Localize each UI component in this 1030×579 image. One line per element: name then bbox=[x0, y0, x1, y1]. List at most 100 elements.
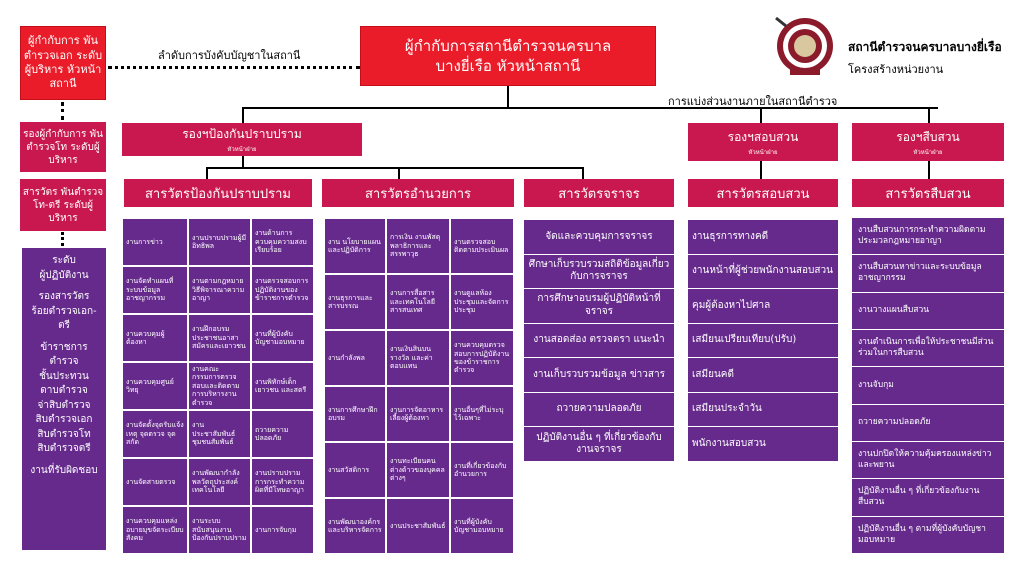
operator-line bbox=[22, 283, 106, 290]
operator-line: สิบตำรวจตรี bbox=[37, 443, 91, 454]
connector bbox=[928, 107, 930, 123]
connector bbox=[582, 167, 584, 179]
duty-cell: งานการจับกุม bbox=[251, 506, 314, 554]
duty-item: งานจับกุม bbox=[852, 367, 1004, 405]
left-box-inspector: สารวัตร พันตำรวจโท-ตรี ระดับผู้บริหาร bbox=[20, 179, 106, 231]
admin-duties-grid: งาน นโยบายแผนและปฏิบัติการการเงิน งานพัส… bbox=[324, 218, 514, 554]
station-name: สถานีตำรวจนครบาลบางยี่เรือ bbox=[848, 40, 1002, 54]
duty-cell: งานพิทักษ์เด็กเยาวชน และสตรี bbox=[251, 362, 314, 410]
operator-line: ร้อยตำรวจเอก- bbox=[31, 305, 97, 317]
structure-label: โครงสร้างหน่วยงาน bbox=[848, 63, 944, 76]
connector bbox=[928, 161, 930, 179]
police-emblem-logo bbox=[770, 12, 840, 78]
duty-cell: งานควบคุมตรวจสอบการปฏิบัติงานของข้าราชกา… bbox=[450, 330, 514, 386]
connector bbox=[206, 167, 208, 179]
duty-cell: งานตรวจสอบการปฏิบัติงานของข้าราชการตำรวจ bbox=[251, 266, 314, 314]
duty-item: ปฏิบัติงานอื่น ๆ ตามที่ผู้บังคับบัญชามอบ… bbox=[852, 517, 1004, 554]
operator-line: รองสารวัตร bbox=[38, 291, 90, 302]
duty-item: งานวางแผนสืบสวน bbox=[852, 293, 1004, 330]
duty-item: เสมียนคดี bbox=[688, 358, 838, 393]
command-dotted-line bbox=[108, 66, 360, 69]
duty-cell: งานปราบปรามผู้มีอิทธิพล bbox=[188, 218, 251, 266]
duty-item: ปฏิบัติงานอื่น ๆ ที่เกี่ยวข้องกับงานจราจ… bbox=[524, 427, 674, 463]
deputy-investigation-box: รองฯสอบสวน หัวหน้าฝ่าย bbox=[688, 123, 838, 161]
inspector-traffic-header: สารวัตรจราจร bbox=[524, 179, 674, 207]
inspector-investigation-header: สารวัตรสอบสวน bbox=[688, 179, 838, 207]
duty-cell: งานอื่นๆที่ไม่ระบุไว้เฉพาะ bbox=[450, 386, 514, 442]
operator-line: ข้าราชการ bbox=[40, 341, 88, 353]
duty-item: ถวายความปลอดภัย bbox=[852, 405, 1004, 442]
duty-item: งานธุรการทางคดี bbox=[688, 220, 838, 255]
duty-cell: งานกำลังพล bbox=[324, 330, 386, 386]
operator-line: ผู้ปฏิบัติงาน bbox=[39, 269, 89, 281]
duty-cell: งานพัฒนาองค์กร และบริหารจัดการ bbox=[324, 498, 386, 554]
investigation-duties-list: งานธุรการทางคดีงานหน้าที่ผู้ช่วยพนักงานส… bbox=[688, 220, 838, 463]
duty-item: งานหน้าที่ผู้ช่วยพนักงานสอบสวน bbox=[688, 255, 838, 290]
connector bbox=[242, 156, 244, 168]
operator-line: ดาบตำรวจ bbox=[40, 385, 88, 396]
duty-cell: งานจัดทำแผนที่ระบบข้อมูลอาชญากรรม bbox=[122, 266, 188, 314]
duty-cell: งานคณะกรรมการตรวจสอบและติดตามการบริหารงา… bbox=[188, 362, 251, 410]
operator-line: ชั้นประทวน bbox=[39, 370, 89, 382]
duty-cell: งานปราบปรามการกระทำความผิดที่มีโทษอาญา bbox=[251, 458, 314, 506]
deputy-prevention-box: รองฯป้องกันปราบปราม หัวหน้าฝ่าย bbox=[122, 123, 362, 156]
duty-cell: งานเงินสินบนรางวัล และค่าตอบแทน bbox=[386, 330, 450, 386]
connector bbox=[206, 167, 582, 169]
left-dotted-1 bbox=[61, 102, 64, 120]
deputy-prevention-sub: หัวหน้าฝ่าย bbox=[227, 146, 257, 153]
duty-cell: งานตามกฎหมายวิธีพิจารณาความอาญา bbox=[188, 266, 251, 314]
connector bbox=[242, 107, 244, 123]
duty-item: พนักงานสอบสวน bbox=[688, 427, 838, 463]
left-dotted-2 bbox=[61, 232, 64, 246]
deputy-investigation-sub: หัวหน้าฝ่าย bbox=[748, 148, 778, 156]
connector bbox=[760, 107, 762, 123]
left-box-commander: ผู้กำกับการ พันตำรวจเอก ระดับผู้บริหาร ห… bbox=[20, 26, 106, 100]
operator-line: ตำรวจ bbox=[49, 356, 79, 367]
duty-cell: งานการศึกษาฝึกอบรม bbox=[324, 386, 386, 442]
deputy-prevention-title: รองฯป้องกันปราบปราม bbox=[182, 127, 302, 141]
connector bbox=[507, 86, 509, 108]
division-label: การแบ่งส่วนงานภายในสถานีตำรวจ bbox=[668, 95, 838, 108]
duty-cell: งานตรวจสอบติดตามประเมินผล bbox=[450, 218, 514, 274]
duty-item: ปฏิบัติงานอื่น ๆ ที่เกี่ยวข้องกับงานสืบส… bbox=[852, 479, 1004, 517]
duty-cell: การเงิน งานพัสดุ พลาธิการและสรรพาวุธ bbox=[386, 218, 450, 274]
duty-item: จัดและควบคุมการจราจร bbox=[524, 220, 674, 255]
duty-cell: งานที่ผู้บังคับบัญชามอบหมาย bbox=[251, 314, 314, 362]
commander-box: ผู้กำกับการสถานีตำรวจนครบาลบางยี่เรือ หั… bbox=[360, 26, 656, 86]
duty-cell: งานการจัดอาหารเลี้ยงผู้ต้องหา bbox=[386, 386, 450, 442]
operator-line: จ่าสิบตำรวจ bbox=[37, 399, 91, 411]
duty-item: งานสืบสวนการกระทำความผิดตามประมวลกฎหมายอ… bbox=[852, 218, 1004, 256]
duty-cell: งานการข่าว bbox=[122, 218, 188, 266]
traffic-duties-list: จัดและควบคุมการจราจรศึกษาเก็บรวบรวมสถิติ… bbox=[524, 220, 674, 463]
duty-item: เสมียนเปรียบเทียบ(ปรับ) bbox=[688, 324, 838, 359]
operator-line: ระดับ bbox=[52, 255, 76, 266]
inspector-admin-header: สารวัตรอำนวยการ bbox=[322, 179, 514, 207]
duty-cell: งานธุรการและสารบรรณ bbox=[324, 274, 386, 330]
duty-cell: งานการสื่อสารและเทคโนโลยีสารสนเทศ bbox=[386, 274, 450, 330]
deputy-detective-title: รองฯสืบสวน bbox=[896, 129, 960, 144]
duty-cell: ถวายความปลอดภัย bbox=[251, 410, 314, 458]
left-box-deputy: รองผู้กำกับการ พันตำรวจโท ระดับผู้บริหาร bbox=[20, 122, 106, 172]
connector bbox=[760, 161, 762, 179]
duty-cell: งานระบบสนับสนุนงานป้องกันปราบปราม bbox=[188, 506, 251, 554]
duty-cell: งานสวัสดิการ bbox=[324, 442, 386, 498]
duty-cell: งานดูแลห้องประชุมและจัดการประชุม bbox=[450, 274, 514, 330]
operator-line: สิบตำรวจเอก bbox=[35, 414, 93, 425]
duty-item: คุมผู้ต้องหาไปศาล bbox=[688, 289, 838, 324]
duty-item: งานเก็บรวบรวมข้อมูล ข่าวสาร bbox=[524, 358, 674, 393]
duty-cell: งาน นโยบายแผนและปฏิบัติการ bbox=[324, 218, 386, 274]
duty-cell: งานจัดสายตรวจ bbox=[122, 458, 188, 506]
operator-line: ตรี bbox=[58, 320, 70, 331]
inspector-prevention-header: สารวัตรป้องกันปราบปราม bbox=[124, 179, 312, 207]
deputy-detective-box: รองฯสืบสวน หัวหน้าฝ่าย bbox=[852, 123, 1004, 161]
duty-cell: งานพัฒนากำลังพลวัตถุประสงค์เทคโนโลยี bbox=[188, 458, 251, 506]
duty-cell: งานประชาสัมพันธ์ bbox=[386, 498, 450, 554]
connector bbox=[398, 167, 400, 179]
duty-cell: งานควบคุมผู้ต้องหา bbox=[122, 314, 188, 362]
prevention-duties-grid: งานการข่าวงานปราบปรามผู้มีอิทธิพลงานด้าน… bbox=[122, 218, 314, 554]
duty-item: เสมียนประจำวัน bbox=[688, 393, 838, 428]
duty-item: งานสืบสวนหาข่าวและระบบข้อมูลอาชญากรรม bbox=[852, 255, 1004, 293]
duty-item: งานดำเนินการเพื่อให้ประชาชนมีส่วนร่วมในก… bbox=[852, 330, 1004, 368]
inspector-detective-header: สารวัตรสืบสวน bbox=[852, 179, 1004, 207]
left-box-operators: ระดับผู้ปฏิบัติงานรองสารวัตรร้อยตำรวจเอก… bbox=[22, 248, 106, 550]
